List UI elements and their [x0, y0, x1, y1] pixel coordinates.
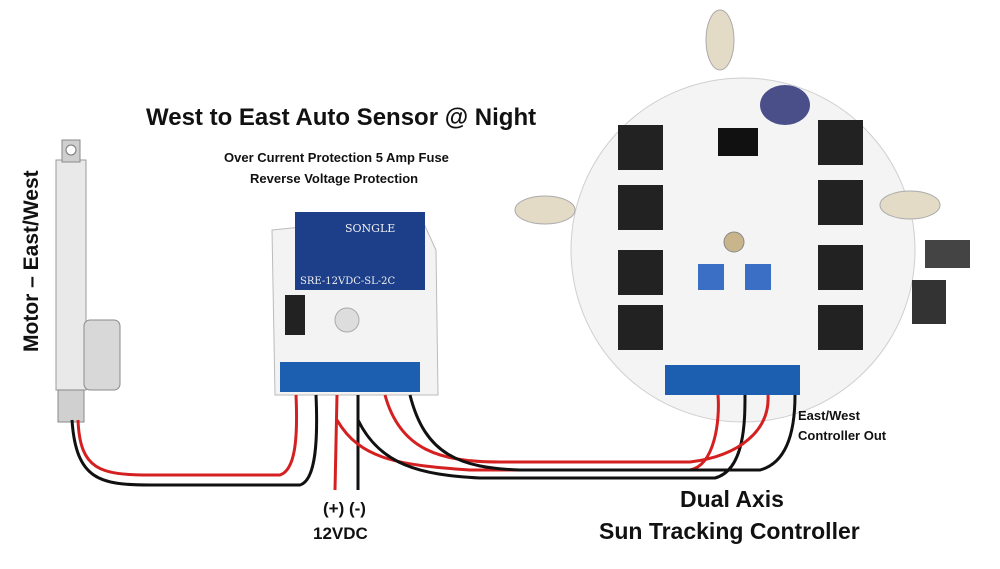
diagram-title: West to East Auto Sensor @ Night: [146, 104, 537, 131]
feature-overcurrent: Over Current Protection 5 Amp Fuse: [224, 150, 449, 165]
power-voltage: 12VDC: [313, 524, 368, 543]
feature-reverse-voltage: Reverse Voltage Protection: [250, 171, 419, 186]
sun-tracker-board: [514, 9, 970, 423]
output-line1: East/West: [798, 408, 860, 423]
output-line2: Controller Out: [798, 428, 887, 443]
relay-model: SRE-12VDC-SL-2C: [300, 276, 396, 287]
motor-label: Motor – East/West: [20, 170, 43, 352]
controller-line2: Sun Tracking Controller: [599, 518, 860, 544]
relay-board: [271, 212, 439, 396]
wires: [70, 394, 797, 491]
controller-line1: Dual Axis: [680, 486, 784, 512]
relay-brand: SONGLE: [345, 222, 396, 235]
power-polarity: (+) (-): [323, 499, 366, 518]
linear-actuator: [55, 139, 121, 423]
